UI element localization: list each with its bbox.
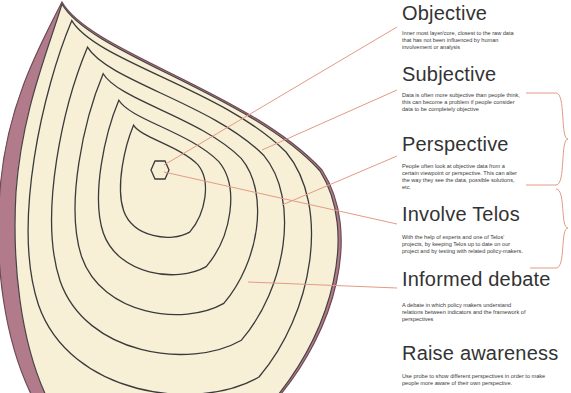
section-description: With the help of experts and one of Telo… xyxy=(402,234,527,255)
section-description: Data is often more subjective than peopl… xyxy=(402,92,520,113)
onion-flesh xyxy=(15,4,338,393)
section-heading: Perspective xyxy=(402,133,567,156)
onion-skin xyxy=(0,2,341,393)
section-description: A debate in which policy makers understa… xyxy=(402,302,527,323)
onion-rings xyxy=(28,21,311,393)
section-heading: Raise awareness xyxy=(402,342,567,365)
leader-lines xyxy=(164,27,397,288)
section-heading: Objective xyxy=(402,2,567,25)
section-description: People often look at objective data from… xyxy=(402,163,520,191)
section-description: Inner most layer/core, closest to the ra… xyxy=(402,30,520,51)
section-description: Use probe to show different perspectives… xyxy=(402,373,562,387)
brackets xyxy=(526,93,568,268)
section-heading: Informed debate xyxy=(402,268,567,291)
section-heading: Involve Telos xyxy=(402,203,567,226)
section-heading: Subjective xyxy=(402,63,567,86)
